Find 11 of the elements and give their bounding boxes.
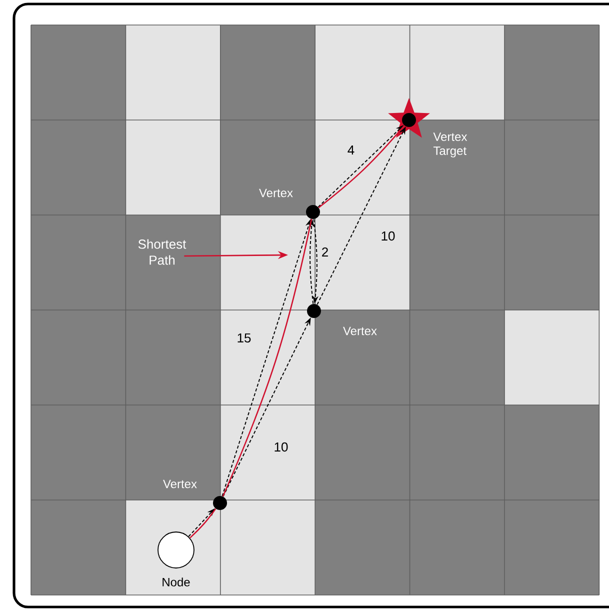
edge-label: 10 [382,231,395,241]
vertex-label: Vertex Target [433,132,468,158]
vertex-label: Node [162,578,190,586]
vertex-label: Vertex [343,326,377,336]
annotation-text: Shortest Path [138,239,186,265]
edge-label: 10 [274,442,288,452]
edge-label: 4 [348,146,354,154]
vertex-label: Vertex [259,188,293,198]
vertex-label: Vertex [163,480,197,488]
edge-label: 15 [238,333,251,343]
edge-label: 2 [322,247,328,257]
